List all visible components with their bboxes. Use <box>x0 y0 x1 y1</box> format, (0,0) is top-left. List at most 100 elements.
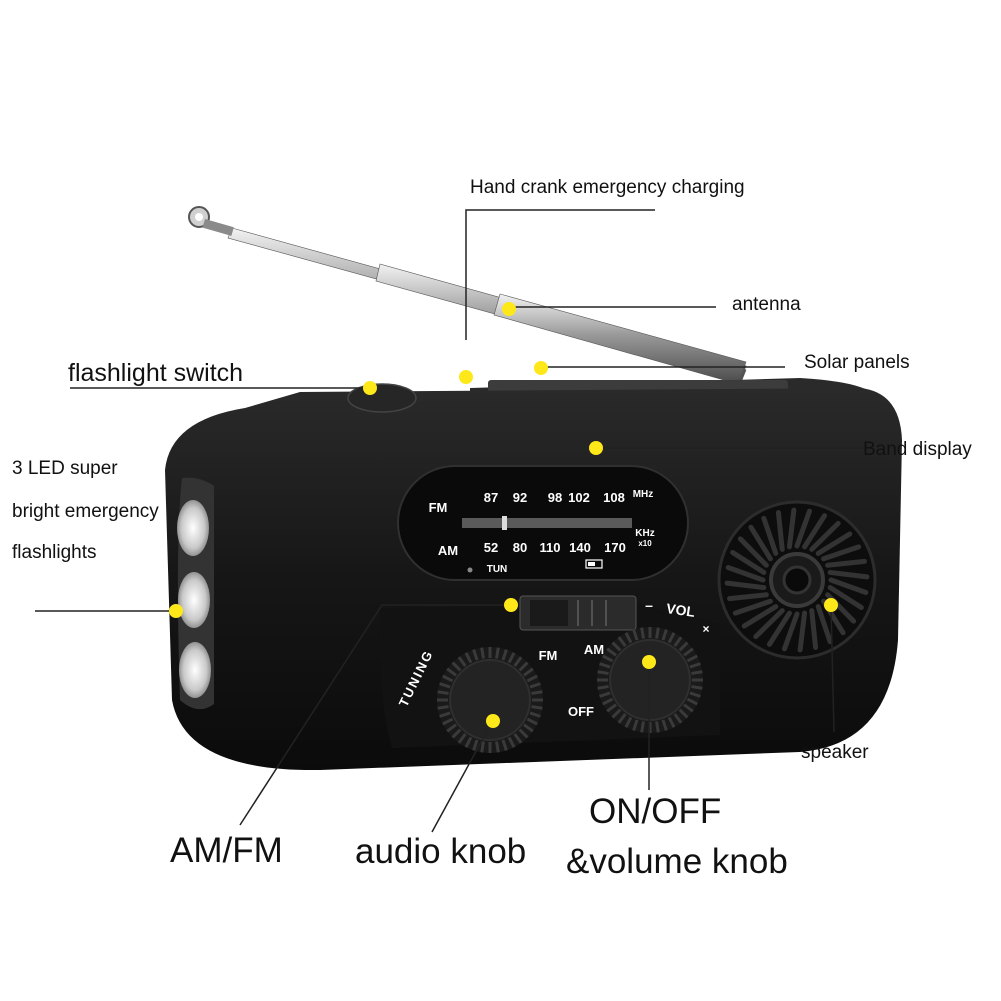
knob-ridge <box>480 647 485 659</box>
speaker-slot <box>725 564 766 583</box>
marker-led <box>169 604 183 618</box>
knob-ridge <box>602 697 614 706</box>
tune-indicator-icon <box>467 567 473 573</box>
knob-ridge <box>617 713 627 724</box>
knob-ridge <box>667 632 676 644</box>
fm-unit: MHz <box>633 489 654 500</box>
knob-ridge <box>624 632 633 644</box>
speaker-slot <box>821 544 862 562</box>
knob-ridge <box>602 654 614 663</box>
speaker-slot <box>766 610 792 647</box>
knob-ridge <box>446 723 457 733</box>
speaker-slot <box>775 510 785 552</box>
volume-knob[interactable] <box>597 627 703 733</box>
knob-ridge <box>442 717 454 726</box>
knob-ridge <box>597 685 609 690</box>
knob-ridge <box>501 649 508 661</box>
label-led-line1: 3 LED super <box>12 458 118 479</box>
knob-ridge <box>446 667 457 677</box>
knob-ridge <box>457 733 467 744</box>
tuning-knob[interactable] <box>437 647 543 753</box>
knob-ridge <box>457 656 467 667</box>
knob-ridge <box>691 685 703 690</box>
knob-ridge <box>472 649 479 661</box>
knob-ridge <box>464 736 473 748</box>
speaker-slot <box>809 520 841 552</box>
am-freq-0: 52 <box>484 540 498 555</box>
knob-ridge <box>507 736 516 748</box>
speaker-slot <box>748 524 773 562</box>
knob-ridge <box>529 682 541 689</box>
marker-audio-knob <box>486 714 500 728</box>
speaker-slots <box>724 507 870 653</box>
knob-ridge <box>464 652 473 664</box>
knob-ridge <box>523 723 534 733</box>
knob-ridge <box>531 690 543 695</box>
fm-freq-2: 98 <box>548 490 562 505</box>
knob-ridge <box>611 641 622 652</box>
leader-lines <box>35 209 875 833</box>
knob-ridge <box>513 656 523 667</box>
knob-ridge <box>673 713 683 724</box>
knob-ridge <box>518 661 529 672</box>
knob-ridge <box>655 627 660 639</box>
antenna-part <box>188 206 747 385</box>
knob-ridge <box>599 691 611 698</box>
knob-ridge <box>655 721 660 733</box>
speaker-slot <box>732 598 773 616</box>
knob-ridge <box>673 636 683 647</box>
vol-minus-mark: – <box>645 597 653 613</box>
knob-ridge <box>513 733 523 744</box>
speaker-slot <box>730 549 767 575</box>
marker-speaker <box>824 598 838 612</box>
knob-ridge <box>501 739 508 751</box>
label-solar: Solar panels <box>804 352 910 373</box>
am-freq-3: 140 <box>569 540 591 555</box>
marker-solar <box>534 361 548 375</box>
vol-plus-mark: × <box>702 622 709 636</box>
knob-ridge <box>611 708 622 719</box>
band-switch[interactable] <box>519 595 637 631</box>
knob-ridge <box>686 654 698 663</box>
label-band-display: Band display <box>863 439 972 460</box>
am-freq-2: 110 <box>540 540 561 555</box>
knob-ridge <box>451 728 462 739</box>
speaker-slot <box>827 569 870 580</box>
speaker-grille <box>717 500 877 660</box>
knob-ridge <box>640 721 645 733</box>
knob-ridge <box>683 703 694 713</box>
knob-ridge <box>689 662 701 669</box>
vol-label: VOL <box>665 600 696 620</box>
led-flashlights <box>177 500 211 698</box>
switch-am-label: AM <box>584 642 604 657</box>
label-led-line3: flashlights <box>12 542 97 563</box>
knob-ridge <box>472 739 479 751</box>
label-antenna: antenna <box>732 294 801 315</box>
marker-antenna <box>502 302 516 316</box>
marker-flashlight-switch <box>363 381 377 395</box>
label-hand-crank: Hand crank emergency charging <box>470 177 745 198</box>
speaker-slot <box>741 604 779 629</box>
tuning-scale-bar <box>462 518 632 528</box>
knob-ridge <box>624 716 633 728</box>
speaker-slot <box>737 536 769 568</box>
speaker-slot <box>797 610 808 653</box>
speaker-slot <box>815 531 853 556</box>
knob-ridge <box>437 705 449 710</box>
callout-markers <box>169 302 838 728</box>
dial-am-label: AM <box>438 543 458 558</box>
speaker-slot <box>727 592 769 602</box>
label-led-line2: bright emergency <box>12 501 159 522</box>
knob-ridge <box>686 697 698 706</box>
label-onoff-line1: ON/OFF <box>589 792 721 831</box>
knob-ridge <box>661 719 668 731</box>
knob-ridge <box>640 627 645 639</box>
fm-freq-3: 102 <box>568 490 590 505</box>
tun-label: TUN <box>487 564 508 575</box>
fm-freq-1: 92 <box>513 490 527 505</box>
label-amfm: AM/FM <box>170 831 283 870</box>
